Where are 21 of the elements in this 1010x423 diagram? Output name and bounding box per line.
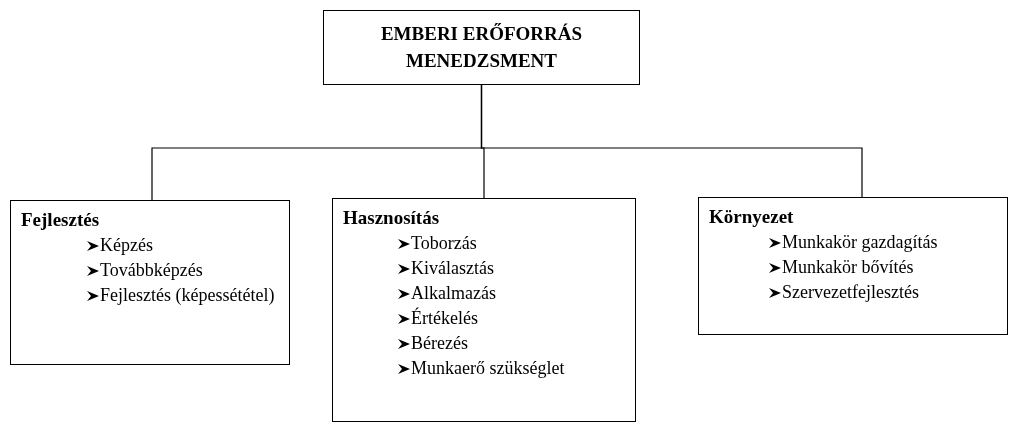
- list-item: Továbbképzés: [100, 260, 203, 280]
- list-item: Alkalmazás: [411, 283, 496, 303]
- list-item: Szervezetfejlesztés: [782, 282, 919, 302]
- box-heading: Környezet: [709, 205, 795, 229]
- list-item: Fejlesztés (képessététel): [100, 285, 275, 305]
- list-item: Munkaerő szükséglet: [411, 358, 565, 378]
- list-item: Toborzás: [411, 233, 477, 253]
- list-item: Képzés: [100, 235, 153, 255]
- category-box: [332, 198, 636, 422]
- list-item: Munkakör gazdagítás: [782, 232, 938, 252]
- category-box: [698, 197, 1008, 335]
- list-item: Munkakör bővítés: [782, 257, 914, 277]
- box-title: EMBERI ERŐFORRÁS MENEDZSMENT: [379, 21, 584, 73]
- title-box: [323, 10, 640, 85]
- connector-line: [480, 84, 863, 198]
- box-heading: Hasznosítás: [343, 206, 441, 230]
- list-item: Értékelés: [411, 308, 478, 328]
- list-item: Bérezés: [411, 333, 468, 353]
- box-heading: Fejlesztés: [21, 208, 101, 232]
- list-item: Kiválasztás: [411, 258, 494, 278]
- category-box: [10, 200, 290, 365]
